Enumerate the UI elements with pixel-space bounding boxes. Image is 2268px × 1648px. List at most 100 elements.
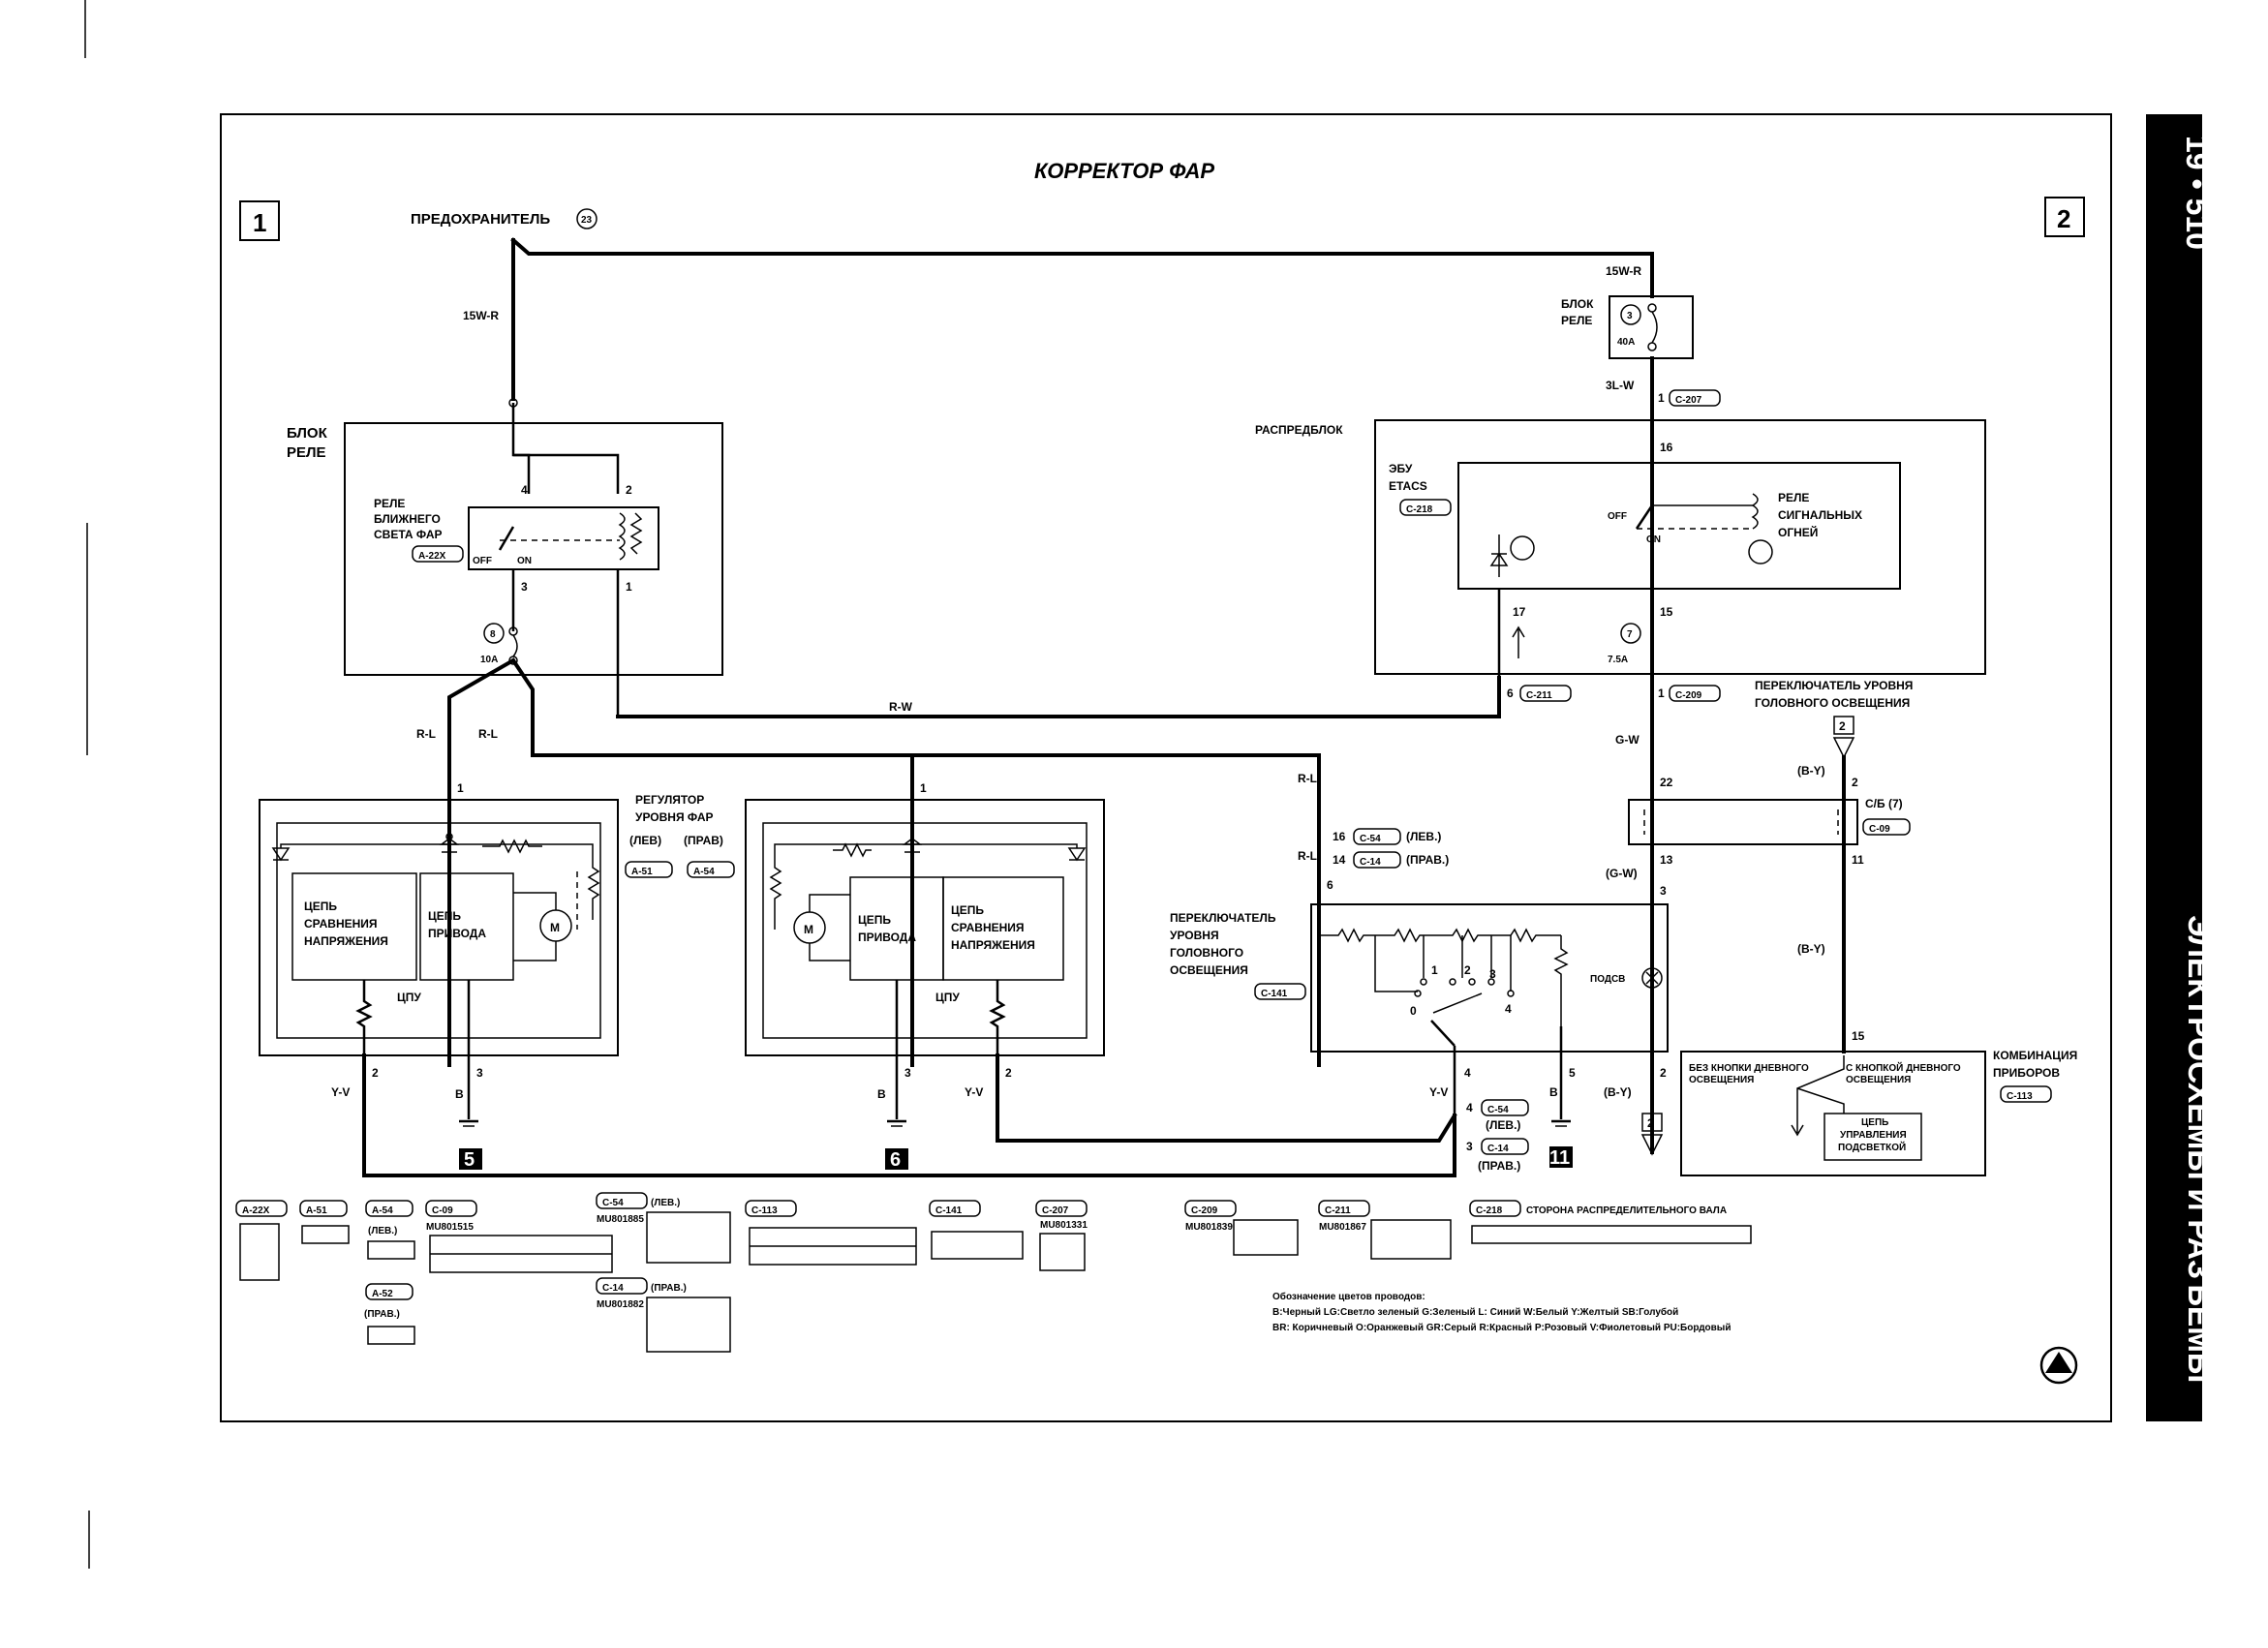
- leveler-right-drive-1: ЦЕПЬ: [858, 913, 891, 927]
- relay-left-connector: A-22X: [418, 551, 446, 562]
- conn-a52-note: (ПРАВ.): [364, 1309, 400, 1320]
- relay-block-left-label-1: БЛОК: [287, 425, 328, 442]
- leveler-right-side: (ПРАВ): [684, 834, 723, 847]
- conn-c218: C-218: [1476, 1205, 1503, 1216]
- jb-ref-label: 2: [1839, 719, 1846, 733]
- wire-rl-switch: [910, 753, 1321, 1067]
- connector-views: A-22X A-51 A-54 (ЛЕВ.) A-52 (ПРАВ.) C-09…: [235, 1192, 1752, 1353]
- page-number: 19 • 510: [2180, 136, 2215, 250]
- leveler-left-drive-1: ЦЕПЬ: [428, 909, 461, 923]
- switch-c14: C-14: [1360, 857, 1381, 868]
- leveler-left: 1 ЦЕПЬ СРАВНЕНИЯ НАПРЯЖЕНИЯ ЦЕПЬ ПРИВОДА…: [259, 781, 619, 1080]
- relay-left-fuse-rating: 10A: [480, 655, 498, 665]
- wire-top-bus: [510, 237, 1654, 298]
- switch-prav: (ПРАВ.): [1406, 853, 1449, 867]
- relay-left-off: OFF: [473, 556, 492, 566]
- leveler-right-compare-2: СРАВНЕНИЯ: [951, 921, 1025, 934]
- ref-arrow-bottom-label: 2: [1647, 1116, 1654, 1130]
- ground-left: 5: [459, 1119, 482, 1171]
- wire-yv-right: [996, 1053, 1457, 1143]
- switch-pin-6: 6: [1327, 878, 1333, 892]
- jb-pin-15: 15: [1852, 1029, 1865, 1043]
- fuse-main-label: ПРЕДОХРАНИТЕЛЬ: [411, 211, 550, 228]
- switch-pin-3: 3: [1660, 884, 1667, 898]
- wire-label-by-2: (B-Y): [1797, 764, 1825, 778]
- conn-a54-note: (ЛЕВ.): [368, 1226, 397, 1236]
- switch-c54-pin4: 4: [1466, 1101, 1473, 1114]
- fuse-main-number: 23: [581, 215, 593, 226]
- wire-rl-left: [447, 657, 516, 1067]
- ground-mark-5: 5: [464, 1149, 475, 1171]
- leveler-right-drive-2: ПРИВОДА: [858, 931, 916, 944]
- legend-heading: Обозначение цветов проводов:: [1272, 1291, 1425, 1302]
- wire-label-gw: G-W: [1615, 733, 1640, 747]
- conn-c211-face: [1370, 1219, 1452, 1260]
- conn-c54-part: MU801885: [597, 1214, 644, 1225]
- cluster-with-1: С КНОПКОЙ ДНЕВНОГО: [1846, 1061, 1961, 1074]
- switch-c14-pin: 14: [1333, 853, 1346, 867]
- leveler-right-pin-1: 1: [920, 781, 927, 795]
- wire-label-yv-3: Y-V: [1429, 1085, 1448, 1099]
- jb-label: С/Б (7): [1865, 797, 1903, 810]
- sheet-marker-left: [239, 200, 280, 241]
- wire-label-rl-1: R-L: [416, 727, 436, 741]
- jb-connector: C-09: [1869, 824, 1890, 835]
- conn-c141: C-141: [935, 1205, 963, 1216]
- leveler-left-compare-1: ЦЕПЬ: [304, 900, 337, 913]
- ref-arrow-bottom: 2: [1640, 1113, 1664, 1156]
- switch-pin-2: 2: [1660, 1066, 1667, 1080]
- conn-c209: C-209: [1191, 1205, 1218, 1216]
- dist-out-right-pin: 1: [1658, 687, 1665, 700]
- jb-title-1: ПЕРЕКЛЮЧАТЕЛЬ УРОВНЯ: [1755, 679, 1913, 692]
- leveler-left-pin-1: 1: [457, 781, 464, 795]
- diagram-frame: [220, 113, 2112, 1422]
- conn-a51-face: [301, 1225, 350, 1244]
- cluster-without-1: БЕЗ КНОПКИ ДНЕВНОГО: [1689, 1063, 1809, 1074]
- dist-fuse-number: 7: [1627, 629, 1633, 640]
- leveler-title-2: УРОВНЯ ФАР: [635, 810, 714, 824]
- wire-label-gw-paren: (G-W): [1606, 867, 1638, 880]
- switch-pin-5: 5: [1569, 1066, 1576, 1080]
- wire-label-yv-2: Y-V: [965, 1085, 983, 1099]
- conn-c54-face: [646, 1211, 731, 1264]
- wire-label-b-2: B: [877, 1087, 886, 1101]
- jb-pin-11: 11: [1852, 853, 1864, 867]
- leveler-right-pin-3: 3: [904, 1066, 911, 1080]
- relay-left-pin-3: 3: [521, 580, 528, 594]
- leveler-conn-left: A-51: [631, 867, 653, 877]
- leveler-right-compare-3: НАПРЯЖЕНИЯ: [951, 938, 1035, 952]
- instrument-cluster: КОМБИНАЦИЯ ПРИБОРОВ C-113 БЕЗ КНОПКИ ДНЕ…: [1680, 1049, 2077, 1176]
- cluster-connector: C-113: [2007, 1091, 2033, 1102]
- switch-c54-pin: 16: [1333, 830, 1346, 843]
- relay-right-fuse-rating: 40A: [1617, 337, 1635, 348]
- headlight-level-switch: 16 C-54 (ЛЕВ.) 14 C-14 (ПРАВ.) 6 ПЕРЕКЛЮ…: [1170, 828, 1669, 1173]
- legend-line-1: B:Черный LG:Светло зеленый G:Зеленый L: …: [1272, 1306, 1678, 1318]
- conn-c09: C-09: [432, 1205, 453, 1216]
- conn-c207-part: MU801331: [1040, 1220, 1088, 1231]
- switch-pos-2: 2: [1464, 963, 1471, 977]
- cluster-ctrl-3: ПОДСВЕТКОЙ: [1838, 1141, 1906, 1153]
- dist-relay-on: ON: [1646, 534, 1661, 545]
- brand-logo: [2039, 1346, 2078, 1385]
- color-legend: Обозначение цветов проводов: B:Черный LG…: [1272, 1291, 1732, 1333]
- distribution-block-label: РАСПРЕДБЛОК: [1255, 423, 1343, 437]
- sheet-marker-right-label: 2: [2057, 204, 2070, 233]
- switch-pos-0: 0: [1410, 1004, 1417, 1018]
- conn-c209-face: [1233, 1219, 1299, 1256]
- conn-a52-face: [367, 1326, 415, 1345]
- conn-c14-part: MU801882: [597, 1299, 644, 1310]
- switch-title-4: ОСВЕЩЕНИЯ: [1170, 963, 1248, 977]
- conn-c207: C-207: [1042, 1205, 1069, 1216]
- dist-fuse-rating: 7.5A: [1608, 655, 1628, 665]
- switch-c54-b: C-54: [1487, 1105, 1509, 1115]
- relay-block-left-label-2: РЕЛЕ: [287, 444, 326, 461]
- jb-title-2: ГОЛОВНОГО ОСВЕЩЕНИЯ: [1755, 696, 1910, 710]
- leveler-left-cpu: ЦПУ: [397, 991, 421, 1004]
- wire-yv-left-bus: [362, 1053, 1456, 1177]
- conn-c211-part: MU801867: [1319, 1222, 1366, 1233]
- relay-block-left: БЛОК РЕЛЕ РЕЛЕ БЛИЖНЕГО СВЕТА ФАР A-22X …: [287, 403, 723, 717]
- wire-label-rl-3: R-L: [1298, 772, 1317, 785]
- leveler-right-cpu: ЦПУ: [935, 991, 960, 1004]
- dist-pin-17: 17: [1513, 605, 1526, 619]
